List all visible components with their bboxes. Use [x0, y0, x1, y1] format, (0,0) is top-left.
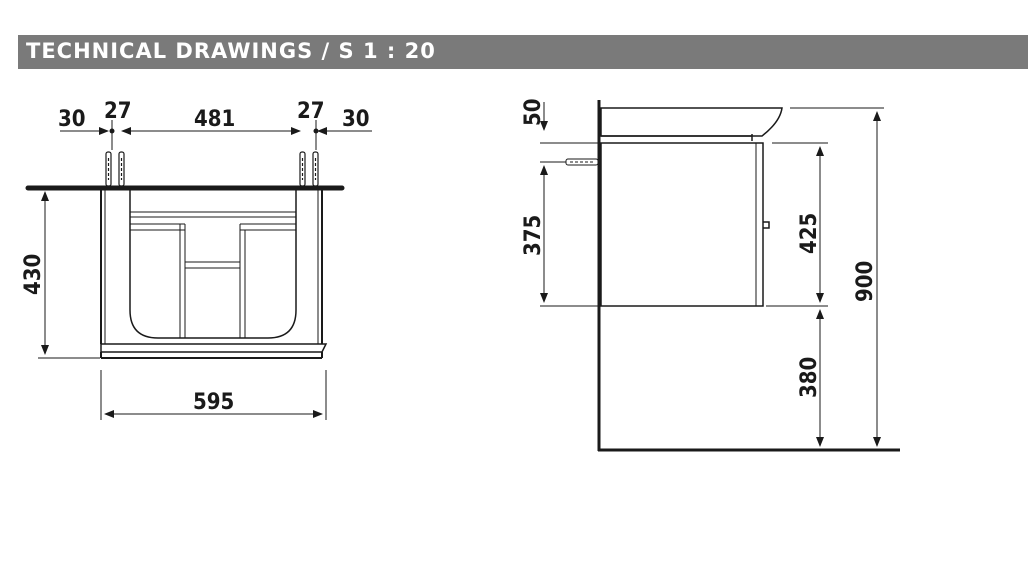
front-view: 30 27 481 27 30 430 595 — [21, 99, 372, 420]
cabinet-side — [600, 142, 770, 307]
dim-left-margin: 30 — [58, 107, 86, 132]
width-dimension-line — [100, 370, 327, 420]
side-wall-bolt — [565, 158, 599, 166]
basin-top — [600, 107, 783, 137]
side-view: 50 375 425 380 900 — [521, 98, 900, 452]
wall-bolts-left — [105, 151, 125, 187]
wall-bolts-right — [299, 151, 319, 187]
cabinet-height-dimension — [766, 142, 828, 307]
dim-right-margin: 30 — [342, 107, 370, 132]
dim-cabinet-height: 425 — [797, 213, 822, 254]
cabinet-front — [100, 190, 328, 359]
fixing-height-dimension — [540, 161, 600, 307]
top-offset-dimension — [540, 102, 600, 144]
dim-right-hole: 27 — [297, 99, 325, 124]
dim-left-hole: 27 — [104, 99, 132, 124]
total-height-dimension — [790, 107, 884, 447]
header-bar: TECHNICAL DRAWINGS / S 1 : 20 — [18, 35, 1028, 69]
dim-fixing-height: 375 — [521, 215, 546, 256]
dim-top-offset: 50 — [521, 98, 546, 126]
top-dimension-line — [60, 120, 372, 150]
height-dimension-line — [38, 187, 100, 359]
dim-total-height: 900 — [853, 261, 878, 302]
dim-hole-spacing: 481 — [194, 107, 235, 132]
page-title: TECHNICAL DRAWINGS / S 1 : 20 — [26, 39, 436, 63]
dim-height: 430 — [21, 254, 46, 295]
dim-floor-clearance: 380 — [797, 357, 822, 398]
dim-width: 595 — [193, 390, 234, 415]
